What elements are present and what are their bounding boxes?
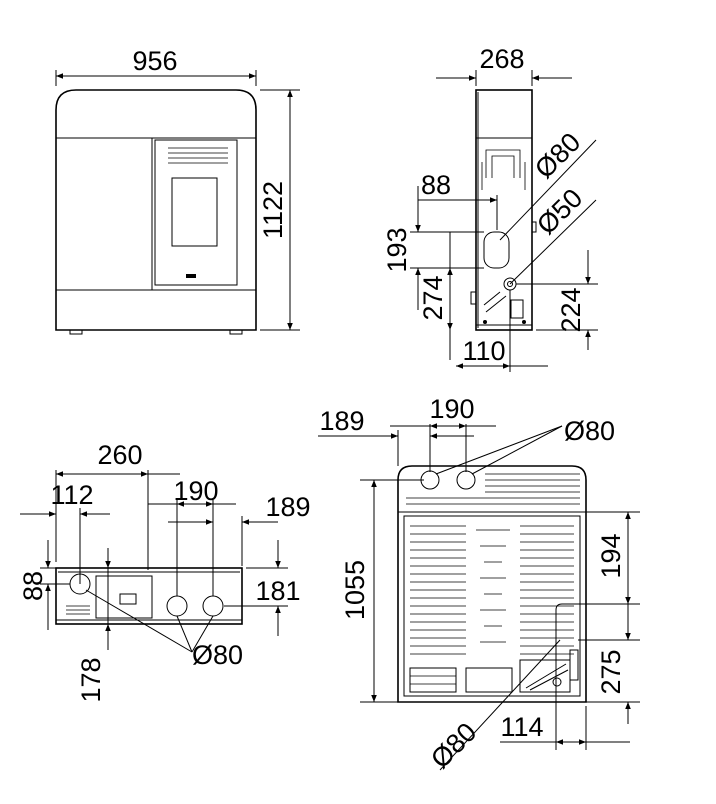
front-foot-right xyxy=(229,329,243,335)
rear-outline xyxy=(397,465,587,703)
rear-d80-top-label: Ø80 xyxy=(564,416,615,446)
top-panel xyxy=(95,575,153,619)
top-d80-label: Ø80 xyxy=(192,640,243,670)
top-112-label: 112 xyxy=(50,480,93,510)
rear-190-label: 190 xyxy=(429,394,474,424)
rear-114-label: 114 xyxy=(500,712,543,742)
rear-grille xyxy=(410,525,574,655)
front-glass xyxy=(171,177,218,247)
top-190-label: 190 xyxy=(173,476,218,506)
front-view: 956 1122 xyxy=(55,46,300,335)
front-door xyxy=(154,139,238,286)
top-outline xyxy=(55,567,243,625)
rear-275-label: 275 xyxy=(596,649,626,694)
top-handle xyxy=(119,593,137,605)
side-193-label: 193 xyxy=(382,227,412,272)
rear-189-label: 189 xyxy=(319,406,364,436)
rear-1055-label: 1055 xyxy=(340,560,370,620)
side-110-label: 110 xyxy=(462,336,505,366)
front-height-label: 1122 xyxy=(258,181,288,239)
top-181-label: 181 xyxy=(255,576,300,606)
rear-d80-bottom-label: Ø80 xyxy=(425,717,482,774)
side-d80-leader xyxy=(499,139,597,241)
side-274-label: 274 xyxy=(418,275,448,320)
rear-lower-box xyxy=(409,667,457,693)
side-hose xyxy=(483,291,507,313)
top-view: 260 112 190 189 88 181 Ø80 xyxy=(18,440,311,703)
rear-d80-bottom-leader xyxy=(439,639,561,771)
top-88-label: 88 xyxy=(18,571,48,601)
top-178-label: 178 xyxy=(76,657,106,702)
rear-194-label: 194 xyxy=(596,533,626,578)
rear-194-ext xyxy=(555,603,640,640)
rear-top-vents xyxy=(406,473,580,505)
side-upper-vent xyxy=(485,149,521,178)
side-depth-label: 268 xyxy=(479,44,524,74)
rear-motor xyxy=(465,667,513,693)
side-d50-leader xyxy=(509,199,597,285)
front-outline xyxy=(55,89,257,331)
top-pipe-mid xyxy=(166,595,188,617)
side-outline xyxy=(475,89,533,331)
front-width-label: 956 xyxy=(132,46,177,76)
side-d50-label: Ø50 xyxy=(531,183,588,240)
side-view: 268 Ø80 Ø50 88 193 274 224 110 xyxy=(382,44,598,372)
front-logo xyxy=(186,274,196,278)
side-pipe-80-oval xyxy=(483,231,510,269)
top-260-label: 260 xyxy=(97,440,142,470)
rear-view: 189 190 Ø80 1055 194 275 Ø80 114 xyxy=(318,394,640,774)
side-d80-label: Ø80 xyxy=(529,127,586,184)
top-pipe-right xyxy=(202,595,224,617)
front-foot-left xyxy=(69,329,83,335)
front-vents xyxy=(168,147,228,164)
side-224-label: 224 xyxy=(556,287,586,332)
side-88-label: 88 xyxy=(421,170,451,200)
top-189-label: 189 xyxy=(265,492,310,522)
rear-hose xyxy=(525,663,569,691)
rear-panel xyxy=(403,515,581,697)
